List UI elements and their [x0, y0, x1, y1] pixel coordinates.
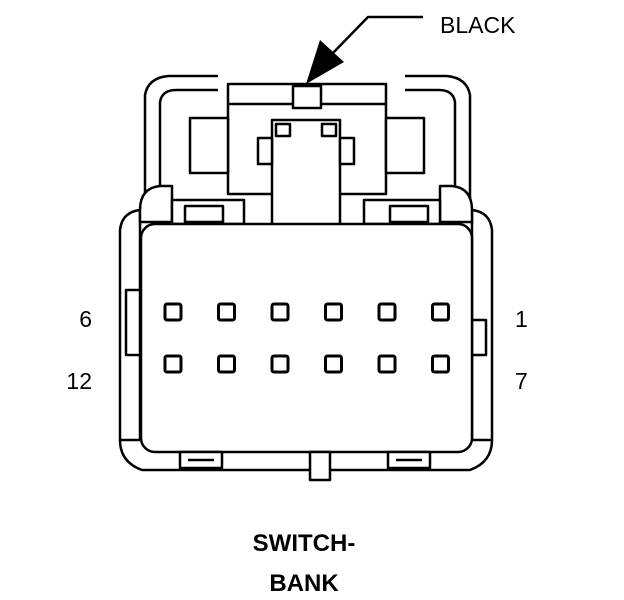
- housing-right-ear-inner: [405, 88, 457, 192]
- left-polarizing-rib: [124, 288, 142, 357]
- left-upper-clip: [183, 204, 225, 224]
- pin-label-1: 1: [515, 306, 528, 332]
- latch-left-arm: [188, 116, 230, 175]
- latch-left-catch: [274, 122, 292, 138]
- terminal-cavity-3: [324, 302, 343, 322]
- housing-left-ear-inner: [158, 88, 218, 192]
- terminal-cavity-11: [217, 354, 236, 374]
- pin-label-6: 6: [79, 306, 92, 332]
- bottom-key: [308, 450, 332, 482]
- housing-right-ear: [405, 74, 472, 198]
- pin-label-12: 12: [66, 368, 92, 394]
- latch-left-nub: [256, 136, 274, 166]
- terminal-cavity-8: [377, 354, 397, 374]
- latch-right-arm: [384, 116, 426, 175]
- terminal-cavity-10: [270, 354, 290, 374]
- upper-clips: [138, 184, 474, 226]
- terminal-cavity-4: [270, 302, 290, 322]
- pin-label-7: 7: [515, 368, 528, 394]
- left-shoulder: [138, 184, 174, 224]
- latch-right-catch: [320, 122, 338, 138]
- lower-clips: [178, 450, 432, 482]
- terminal-cavity-7: [431, 354, 450, 374]
- connector-name-line1: SWITCH-: [253, 530, 356, 557]
- terminal-cavity-9: [324, 354, 343, 374]
- color-callout: BLACK: [306, 12, 516, 84]
- latch-ridge: [291, 84, 323, 110]
- right-polarizing-rib: [470, 318, 488, 357]
- right-shoulder: [438, 184, 474, 224]
- terminal-cavity-1: [431, 302, 450, 322]
- color-label: BLACK: [440, 12, 516, 38]
- connector-name-line2: BANK: [269, 570, 339, 597]
- housing-left-ear: [143, 74, 218, 198]
- terminal-cavity-2: [377, 302, 397, 322]
- callout-arrowhead: [306, 40, 344, 84]
- latch-right-nub: [338, 136, 356, 166]
- terminal-cavity-5: [217, 302, 236, 322]
- right-upper-clip: [388, 204, 430, 224]
- locking-latch: [188, 82, 426, 228]
- housing-bottom-wall: [118, 439, 494, 472]
- terminal-cavity-grid: [163, 302, 450, 374]
- terminal-cavity-6: [163, 302, 183, 322]
- connector-face: [139, 222, 474, 454]
- callout-leader-line: [329, 15, 423, 57]
- terminal-cavity-12: [163, 354, 183, 374]
